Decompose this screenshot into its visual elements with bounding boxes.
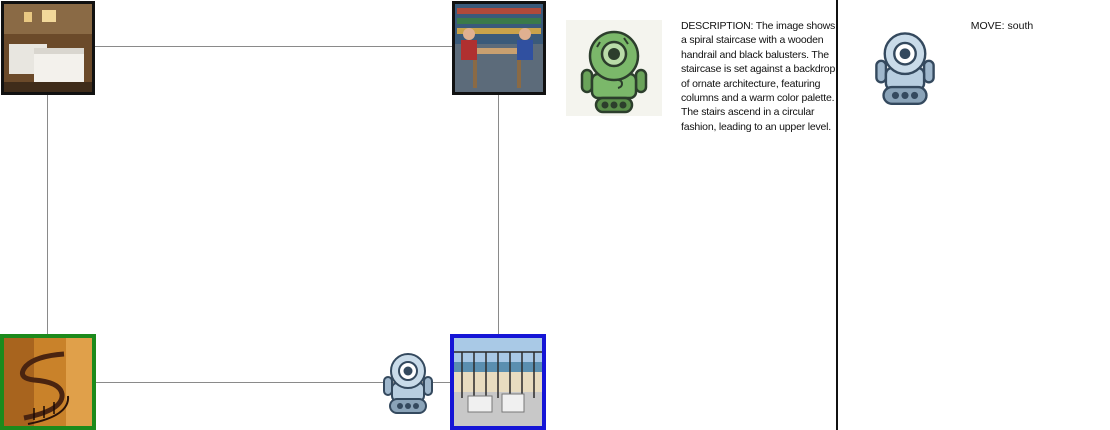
library-image (455, 4, 543, 92)
room-tile-library[interactable] (452, 1, 546, 95)
spiral-staircase-image (4, 338, 92, 426)
move-action-text: MOVE: south (970, 20, 1034, 32)
edge-bottom (94, 382, 452, 383)
edge-top (94, 46, 452, 47)
green-robot-icon (580, 30, 648, 114)
agent-robot-icon (382, 351, 434, 415)
edge-left (47, 94, 48, 336)
observer-robot-panel (566, 20, 662, 116)
balcony-image (454, 338, 542, 426)
action-robot-icon (874, 28, 936, 108)
room-tile-staircase[interactable] (0, 334, 96, 430)
observation-description: DESCRIPTION: The image shows a spiral st… (681, 20, 836, 133)
hotel-room-image (4, 4, 92, 92)
room-tile-hotel[interactable] (1, 1, 95, 95)
room-tile-balcony[interactable] (450, 334, 546, 430)
panel-divider (836, 0, 838, 430)
edge-right (498, 94, 499, 336)
